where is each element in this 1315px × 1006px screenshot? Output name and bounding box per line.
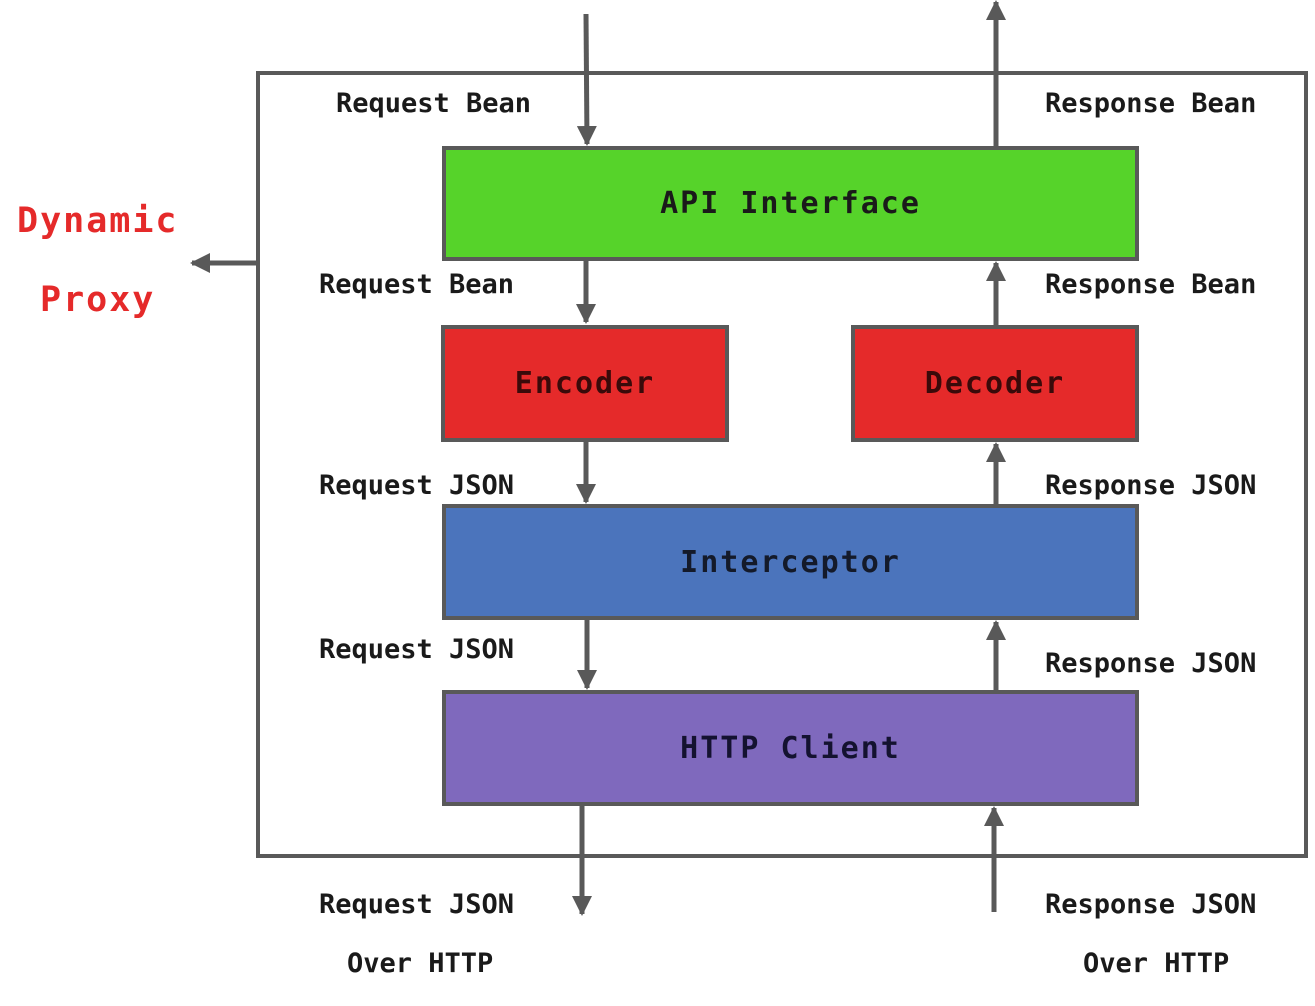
label-response-bean-mid: Response Bean	[1045, 269, 1257, 300]
label-response-json-3: Response JSON	[1045, 889, 1257, 920]
dynamic-proxy-label-line1: Dynamic	[17, 201, 179, 241]
dynamic-proxy-label-line2: Proxy	[40, 280, 156, 320]
label-request-bean-mid: Request Bean	[319, 269, 515, 300]
api-interface-block: API Interface	[442, 146, 1139, 261]
label-response-json-1: Response JSON	[1045, 470, 1257, 501]
interceptor-block: Interceptor	[442, 504, 1139, 620]
label-request-bean-top: Request Bean	[336, 88, 532, 119]
label-request-json-3: Request JSON	[319, 889, 515, 920]
encoder-block: Encoder	[441, 325, 729, 442]
http-client-block: HTTP Client	[442, 690, 1139, 806]
label-response-bean-top: Response Bean	[1045, 88, 1257, 119]
label-response-over-http: Over HTTP	[1083, 948, 1230, 979]
label-request-over-http: Over HTTP	[347, 948, 494, 979]
decoder-block: Decoder	[851, 325, 1139, 442]
label-response-json-2: Response JSON	[1045, 648, 1257, 679]
label-request-json-1: Request JSON	[319, 470, 515, 501]
system-boundary	[256, 71, 1308, 858]
label-request-json-2: Request JSON	[319, 634, 515, 665]
arrow-request-in	[576, 13, 597, 146]
